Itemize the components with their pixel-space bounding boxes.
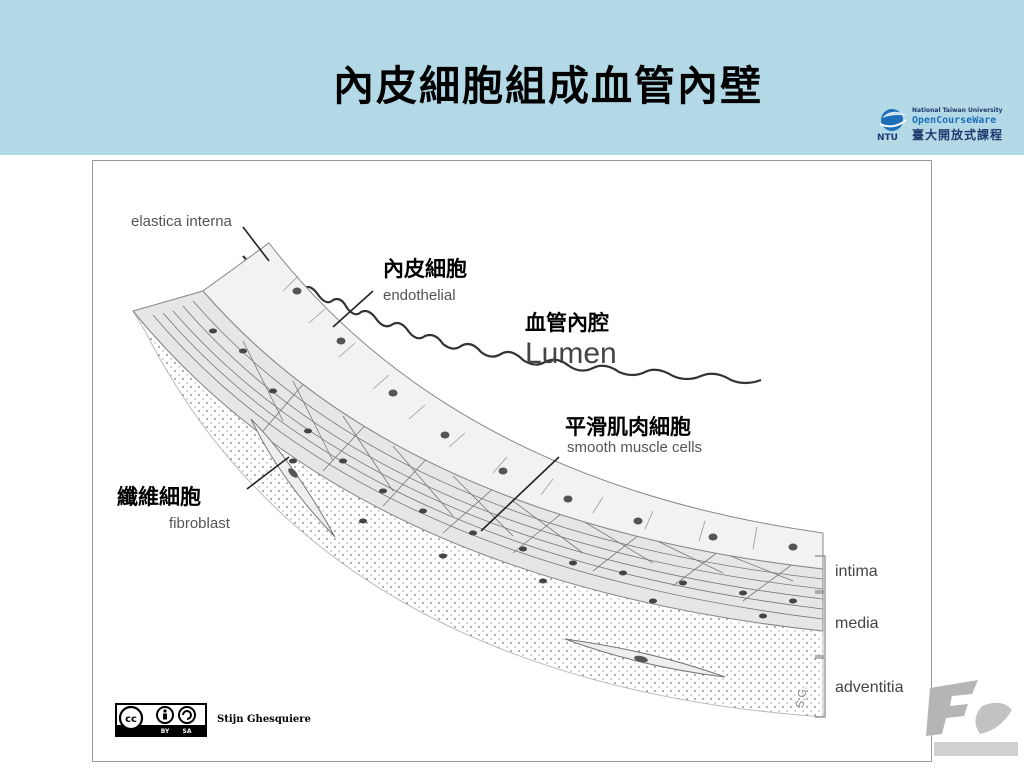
leader-endothelial xyxy=(332,290,374,328)
watermark-logo xyxy=(890,650,1024,768)
endothelial-nuclei xyxy=(292,287,798,551)
blood-vessel-wall-figure: elastica interna 內皮細胞 endothelial 血管內腔 L… xyxy=(92,160,932,762)
label-endothelial-zh: 內皮細胞 xyxy=(383,256,467,281)
logo-mark-text: NTU xyxy=(877,133,898,142)
cc-by-sa-icon: cc BY SA xyxy=(117,705,205,735)
ntu-opencourseware-logo[interactable]: NTU National Taiwan University OpenCours… xyxy=(876,104,1016,144)
label-media: media xyxy=(835,615,879,632)
leader-smooth-muscle xyxy=(480,456,560,532)
label-lumen-zh: 血管內腔 xyxy=(525,310,609,335)
logo-opencourseware: OpenCourseWare xyxy=(912,115,997,126)
header-banner: 內皮細胞組成血管內壁 NTU National Taiwan Universit… xyxy=(0,0,1024,155)
leader-elastica-interna xyxy=(242,226,270,262)
label-elastica-interna: elastica interna xyxy=(131,213,232,230)
layer-brackets xyxy=(815,555,826,718)
label-lumen-en: Lumen xyxy=(525,337,617,370)
cc-text: cc xyxy=(125,714,137,725)
fibroblast-cell xyxy=(250,418,336,538)
vessel-wall-illustration xyxy=(132,226,826,718)
license-author: Stijn Ghesquiere xyxy=(217,714,311,725)
label-smooth-muscle-en: smooth muscle cells xyxy=(567,439,703,456)
intima-layer xyxy=(202,242,824,570)
smooth-muscle-nuclei xyxy=(209,328,797,619)
logo-university-name: National Taiwan University xyxy=(912,107,1003,114)
logo-chinese-name: 臺大開放式課程 xyxy=(912,128,1004,142)
leader-fibroblast xyxy=(246,456,290,490)
label-fibroblast-zh: 纖維細胞 xyxy=(117,484,201,509)
label-smooth-muscle-zh: 平滑肌肉細胞 xyxy=(565,414,691,439)
label-intima: intima xyxy=(835,563,878,580)
label-fibroblast-en: fibroblast xyxy=(169,515,230,532)
slide-title: 內皮細胞組成血管內壁 xyxy=(333,62,763,110)
ntu-globe-icon: NTU xyxy=(877,109,907,142)
label-endothelial-en: endothelial xyxy=(383,287,456,304)
cc-sa-text: SA xyxy=(183,728,192,735)
cc-license-badge[interactable]: cc BY SA xyxy=(115,703,207,737)
watermark-graphic xyxy=(926,680,1018,756)
cc-by-text: BY xyxy=(161,728,170,735)
label-adventitia: adventitia xyxy=(835,679,904,696)
